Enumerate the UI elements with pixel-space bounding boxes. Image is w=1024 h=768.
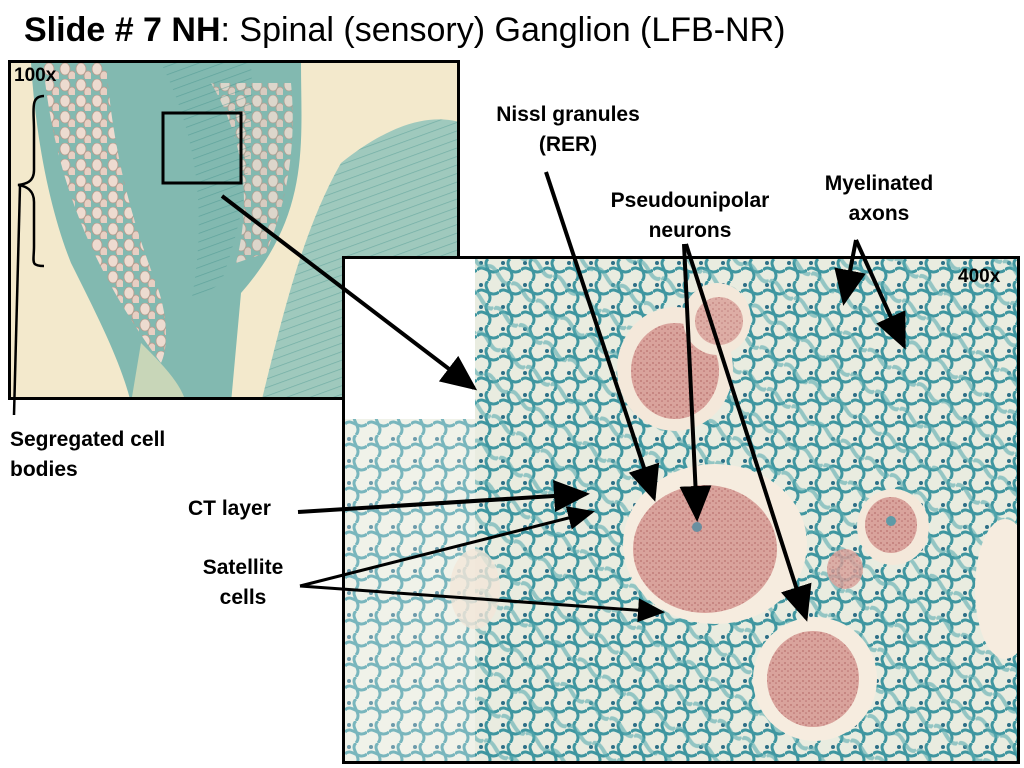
label-nissl-line1: Nissl granules	[496, 103, 640, 126]
label-segregated-cell-bodies: Segregated cell bodies	[10, 425, 165, 485]
label-nissl-line2: (RER)	[538, 133, 598, 156]
label-myelinated-axons: Myelinated axons	[808, 169, 950, 229]
label-ct-layer: CT layer	[188, 497, 271, 520]
high-magnification-micrograph	[342, 256, 1020, 764]
label-myelinated-line2: axons	[848, 202, 910, 225]
label-nissl-granules: Nissl granules (RER)	[478, 100, 658, 160]
high-mag-image-drawing	[345, 259, 1017, 761]
label-segregated-line2: bodies	[10, 458, 78, 481]
high-mag-label: 400x	[958, 266, 1001, 287]
label-satellite-line1: Satellite	[202, 556, 284, 579]
label-myelinated-line1: Myelinated	[824, 172, 934, 195]
low-mag-label: 100x	[14, 65, 57, 86]
slide-title-rest: : Spinal (sensory) Ganglion (LFB-NR)	[220, 11, 786, 49]
label-pseudounipolar-neurons: Pseudounipolar neurons	[590, 186, 790, 246]
label-satellite-cells: Satellite cells	[184, 553, 302, 613]
label-pseudounipolar-line2: neurons	[648, 219, 732, 242]
slide-title: Slide # 7 NH: Spinal (sensory) Ganglion …	[24, 8, 785, 52]
label-satellite-line2: cells	[219, 586, 267, 609]
inset-box	[161, 111, 243, 185]
label-segregated-line1: Segregated cell	[10, 428, 166, 451]
slide-title-bold: Slide # 7 NH	[24, 11, 221, 49]
label-pseudounipolar-line1: Pseudounipolar	[610, 189, 770, 212]
